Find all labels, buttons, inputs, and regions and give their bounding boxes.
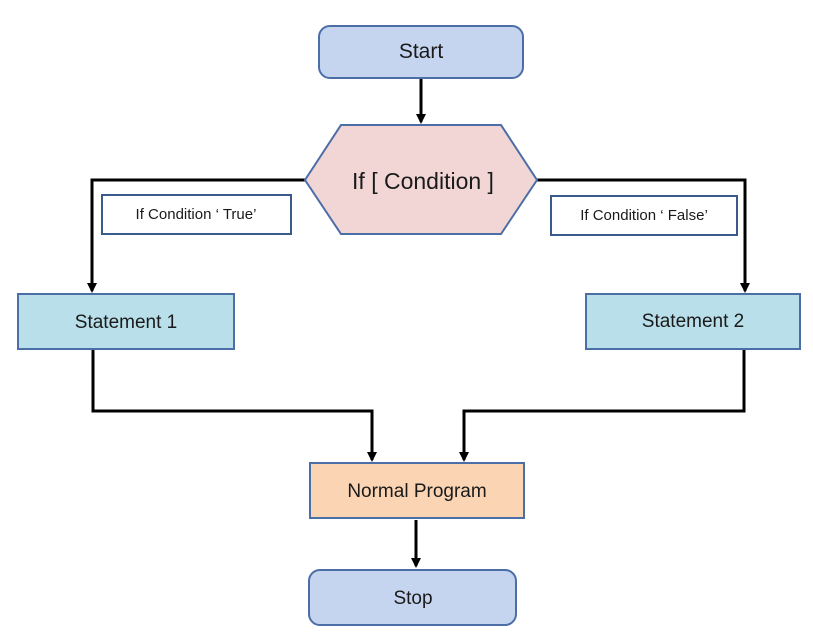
false-branch-label: If Condition ‘ False’ bbox=[550, 195, 738, 236]
true-branch-text: If Condition ‘ True’ bbox=[136, 206, 257, 223]
stop-shape bbox=[308, 569, 517, 626]
false-branch-box bbox=[550, 195, 738, 236]
normal-program-shape bbox=[309, 462, 525, 519]
statement1-shape bbox=[17, 293, 235, 350]
statement1-node: Statement 1 bbox=[17, 293, 235, 350]
true-branch-box bbox=[101, 194, 292, 235]
arrow-statement1-to-normal bbox=[91, 350, 377, 462]
statement2-node: Statement 2 bbox=[585, 293, 801, 350]
start-label: Start bbox=[399, 40, 444, 63]
normal-program-node: Normal Program bbox=[309, 462, 525, 519]
start-shape bbox=[318, 25, 524, 79]
true-branch-label: If Condition ‘ True’ bbox=[101, 194, 292, 235]
false-branch-text: If Condition ‘ False’ bbox=[580, 207, 708, 224]
condition-label: If [ Condition ] bbox=[352, 168, 494, 194]
condition-node: If [ Condition ] bbox=[303, 124, 539, 235]
arrow-condition-to-statement1 bbox=[87, 178, 305, 293]
statement2-shape bbox=[585, 293, 801, 350]
connectors bbox=[87, 79, 750, 568]
statement1-label: Statement 1 bbox=[75, 312, 177, 333]
stop-node: Stop bbox=[308, 569, 517, 626]
arrow-statement2-to-normal bbox=[459, 349, 746, 462]
start-node: Start bbox=[318, 25, 524, 79]
stop-label: Stop bbox=[393, 588, 432, 609]
arrow-condition-to-statement2 bbox=[537, 178, 750, 293]
condition-shape bbox=[303, 124, 539, 235]
normal-program-label: Normal Program bbox=[347, 481, 486, 502]
statement2-label: Statement 2 bbox=[642, 311, 744, 332]
